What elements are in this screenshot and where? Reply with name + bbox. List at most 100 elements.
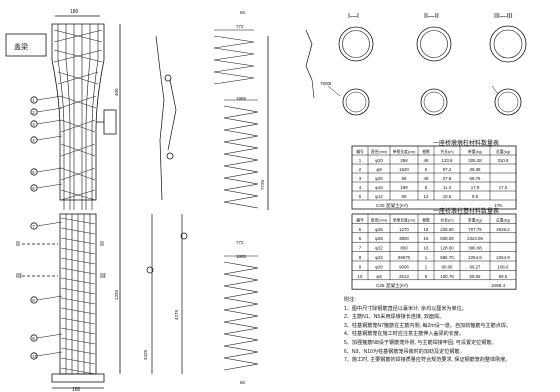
- dim-zig3: 772: [236, 240, 244, 245]
- svg-text:7: 7: [32, 224, 35, 229]
- table1-header-3: 根数: [422, 149, 430, 154]
- svg-text:5: 5: [32, 170, 35, 175]
- callout-8: 8: [30, 295, 63, 304]
- callout-2: 2: [30, 107, 63, 116]
- svg-text:9: 9: [32, 336, 35, 341]
- table1-cell: 11.3: [443, 185, 452, 190]
- table2-header-6: 总重(kg): [496, 217, 511, 222]
- dim-side-60-b: 60: [240, 10, 246, 15]
- table2-cell: 7: [359, 246, 362, 251]
- table1-cell: 27.8: [443, 176, 452, 181]
- callout-1: 1: [30, 95, 63, 104]
- note-4: 4、柱基钢筋笼在施工时应注意主筋伸入盖梁的长度。: [344, 331, 464, 338]
- hook-bar: [305, 29, 313, 81]
- table1-cell: 38.38: [470, 167, 482, 172]
- dim-zig1: 772: [236, 24, 244, 29]
- bent-bar-2: [167, 79, 177, 151]
- dim-h6: 1320: [114, 289, 119, 300]
- table1-cell: φ16: [375, 185, 383, 190]
- table1-cell: 258: [400, 158, 408, 163]
- cap-beam-label: 盖梁: [14, 42, 28, 51]
- table2-cell: 2254.9: [468, 255, 482, 260]
- table1-cell: 1: [359, 158, 362, 163]
- table2-cell: 59.56: [470, 274, 482, 279]
- spiral-3: [223, 261, 259, 371]
- callout-10: 10: [30, 351, 63, 360]
- side-bracket: [103, 109, 117, 135]
- svg-text:3: 3: [32, 122, 35, 127]
- callout-bar-6: [146, 266, 154, 274]
- table1-footer-value: 176: [494, 203, 502, 208]
- pile-base: [51, 373, 105, 383]
- table2-cell: φ25: [375, 227, 383, 232]
- section-i: I—I: [338, 13, 374, 62]
- svg-text:1: 1: [32, 98, 35, 103]
- dim-bottom-width: 160: [72, 387, 81, 392]
- callout-bar-2: [164, 74, 172, 82]
- table2-cell: 86.27: [470, 264, 482, 269]
- table2-cell: 608.00: [440, 236, 454, 241]
- table1-cell: φ12: [375, 194, 383, 199]
- column-hoops: [53, 29, 103, 201]
- table2-cell: φ20: [375, 264, 383, 269]
- table1-header-4: 共长(m): [440, 149, 454, 154]
- callout-bar-7: [180, 232, 188, 240]
- table1-cell: φ20: [375, 158, 383, 163]
- table1-footer-label: C30 混凝土(m³): [376, 202, 408, 209]
- table2-footer-label: C25 混凝土(m³): [376, 282, 408, 289]
- table2-cell: φ25: [375, 236, 383, 241]
- table1-cell: 189: [400, 185, 408, 190]
- table2-cell: 58670: [398, 255, 411, 260]
- table1-header-6: 总重(kg): [496, 149, 511, 154]
- dim-zig2: 1885: [236, 96, 247, 101]
- table2-cell: 228.60: [440, 227, 454, 232]
- table1-cell: 123.8: [442, 158, 454, 163]
- table2-cell: 2254.9: [496, 255, 510, 260]
- callout-9: 9: [30, 333, 63, 342]
- table2-cell: 5: [359, 227, 362, 232]
- callout-bar-3: [166, 152, 174, 160]
- table2-cell: 9006: [399, 264, 409, 269]
- table2-cell: 18: [424, 227, 429, 232]
- table1-header-2: 单根长度(cm): [393, 149, 417, 154]
- table1-cell: 12: [424, 194, 429, 199]
- column-rebars: [57, 24, 99, 210]
- table2-cell: 9: [359, 264, 362, 269]
- section-mark-ii-left: II: [16, 241, 20, 248]
- table2-header-1: 直径(mm): [371, 217, 388, 222]
- table2-cell: 3800: [399, 236, 409, 241]
- table2-cell: 386.08: [468, 246, 482, 251]
- table2-cell: 1270: [399, 227, 409, 232]
- table2-header-4: 共长(m): [440, 217, 454, 222]
- table1-cell: 68.76: [470, 176, 482, 181]
- spiral-2: [223, 105, 259, 209]
- note-7: 7、施工时, 主要钢筋的焊接质量应符合规范要求, 保证钢筋笼的整体刚度。: [344, 357, 511, 364]
- callout-7: 7: [30, 221, 63, 230]
- note-1: 1、图中尺寸除钢筋直径以毫米计, 余均以厘米为单位。: [344, 305, 467, 312]
- table2-cell: 150.78: [440, 274, 454, 279]
- table1-cell: 97.2: [443, 167, 452, 172]
- table1-cell: 17.0: [499, 185, 508, 190]
- cap-beam-box: [5, 33, 47, 57]
- table1-cell: 1620: [399, 167, 409, 172]
- ring-dim: 75/85: [320, 81, 332, 86]
- note-2: 2、主筋N1、N5采用焊接接长连接, 双面焊。: [344, 314, 445, 321]
- callout-6: 6: [30, 183, 63, 192]
- table2-cell: 6: [425, 274, 428, 279]
- table2-cell: 3636.2: [496, 227, 510, 232]
- notes-block: 附注: 1、图中尺寸除钢筋直径以毫米计, 余均以厘米为单位。 2、主筋N1、N5…: [344, 296, 556, 365]
- table2-footer-value: 1068.4: [491, 283, 505, 288]
- table1-cell: 10.6: [443, 194, 452, 199]
- table2-header-0: 编号: [356, 217, 364, 222]
- table1-header-5: 单重(kg): [468, 149, 483, 154]
- table2-cell: 128.00: [440, 246, 454, 251]
- svg-text:6: 6: [32, 186, 35, 191]
- table1-cell: 48: [424, 176, 429, 181]
- dim-h4: 4279: [174, 309, 179, 320]
- table1-cell: 4: [359, 185, 362, 190]
- table1-header-1: 直径(mm): [371, 149, 388, 154]
- note-3: 3、柱基钢筋笼N7箍筋在主筋内侧, 每2m设一道。自加劲箍筋与主筋点焊。: [344, 322, 511, 329]
